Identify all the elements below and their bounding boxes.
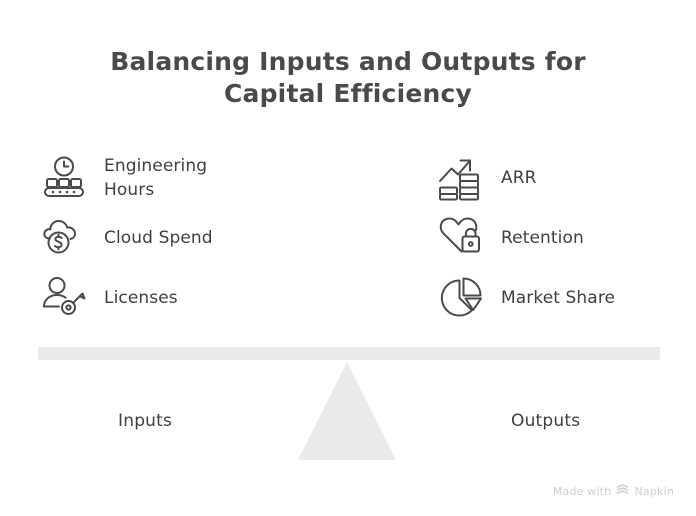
napkin-chevron-logo [616,484,629,498]
list-item-engineering-hours[interactable]: Engineering Hours [38,148,338,208]
heart-lock-icon [435,213,487,263]
inputs-caption: Inputs [118,411,173,431]
watermark-brand: Napkin [634,484,674,498]
watermark-prefix: Made with [552,484,612,498]
inputs-column: Engineering Hours Cloud Spend [38,148,338,328]
list-item-label: Cloud Spend [104,228,213,248]
outputs-caption: Outputs [511,411,581,431]
balance-beam [38,347,660,360]
user-key-icon [38,273,90,323]
list-item-label: Licenses [104,288,178,308]
pie-chart-icon [435,273,487,323]
list-item-label: Market Share [501,288,616,308]
outputs-column: ARR Retention Market Shar [435,148,685,328]
list-item-arr[interactable]: ARR [435,148,685,208]
balance-fulcrum [298,362,396,460]
list-item-market-share[interactable]: Market Share [435,268,685,328]
list-item-retention[interactable]: Retention [435,208,685,268]
list-item-licenses[interactable]: Licenses [38,268,338,328]
growth-arrow-coins-icon [435,153,487,203]
list-item-cloud-spend[interactable]: Cloud Spend [38,208,338,268]
list-item-label: ARR [501,168,537,188]
page-title: Balancing Inputs and Outputs for Capital… [110,47,586,108]
list-item-label: Retention [501,228,584,248]
watermark: Made with Napkin [553,484,674,498]
conveyor-belt-clock-icon [38,153,90,203]
cloud-dollar-icon [38,213,90,263]
list-item-label: Engineering Hours [104,156,208,200]
